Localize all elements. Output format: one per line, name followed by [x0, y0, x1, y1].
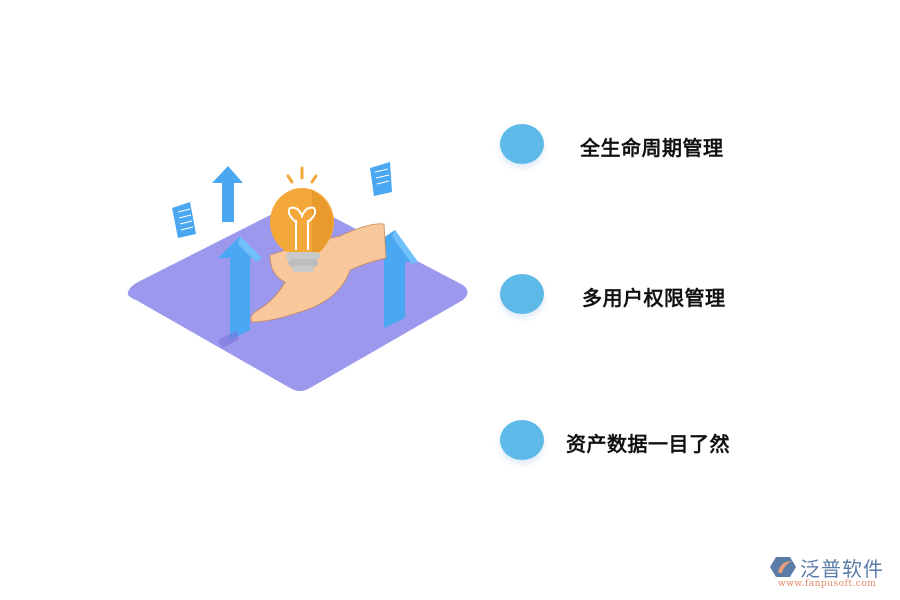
feature-item-asset-data: 资产数据一目了然 — [500, 420, 800, 464]
paper-icon — [370, 162, 392, 196]
arrow-up-icon — [218, 236, 262, 348]
feature-item-lifecycle: 全生命周期管理 — [500, 124, 800, 168]
feature-item-permissions: 多用户权限管理 — [500, 274, 800, 318]
feature-label: 资产数据一目了然 — [566, 432, 730, 456]
hand-icon — [250, 223, 387, 323]
logo-name: 泛普软件 — [800, 557, 884, 581]
blue-dot-icon — [500, 420, 544, 460]
feature-label: 多用户权限管理 — [582, 286, 726, 310]
blue-dot-icon — [500, 124, 544, 164]
logo-mark-icon — [770, 557, 796, 577]
feature-label: 全生命周期管理 — [580, 136, 724, 160]
blue-dot-icon — [500, 274, 544, 314]
light-bulb-icon — [270, 166, 334, 272]
brand-logo: 泛普软件 www.fanpusoft.com — [770, 553, 895, 593]
logo-url: www.fanpusoft.com — [778, 579, 877, 589]
paper-icon — [172, 202, 196, 238]
arrow-up-icon — [212, 166, 243, 222]
